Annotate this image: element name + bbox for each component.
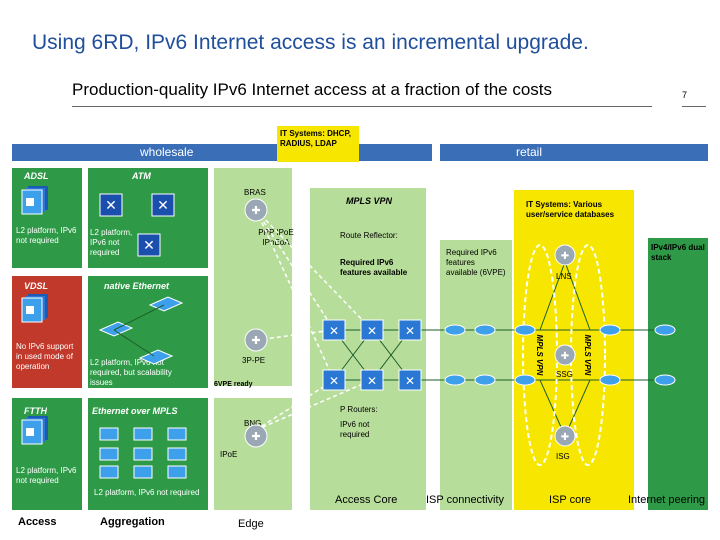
adsl-title: ADSL	[24, 171, 49, 181]
dashed-links	[255, 209, 373, 431]
bng-label: BNG	[244, 419, 262, 428]
page-subtitle: Production-quality IPv6 Internet access …	[72, 80, 553, 99]
mpls-vpn-title: MPLS VPN	[346, 196, 393, 206]
access-device-icons	[21, 186, 48, 445]
adsl-panel	[12, 168, 82, 268]
svg-text:✕: ✕	[329, 374, 339, 388]
svg-text:✕: ✕	[405, 374, 415, 388]
ethernet-over-mpls-note: L2 platform, IPv6 not required	[94, 488, 200, 497]
p-routers-note: IPv6 not required	[340, 420, 370, 439]
wholesale-label: wholesale	[140, 145, 194, 159]
service-gateway-icons: ✚ ✚ ✚	[554, 244, 576, 447]
layer-label-isp-core: ISP core	[549, 494, 591, 506]
retail-bar: retail	[440, 144, 708, 161]
layer-label-internet-peering: Internet peering	[628, 494, 706, 506]
layer-label-isp-connectivity: ISP connectivity	[426, 494, 505, 506]
retail-label: retail	[516, 145, 543, 159]
svg-text:✕: ✕	[143, 237, 155, 253]
adsl-note: L2 platform, IPv6 not required	[16, 226, 77, 245]
atm-switch-icons: ✕ ✕ ✕	[99, 193, 175, 257]
isp-router-icons	[444, 324, 676, 386]
p-routers-label: P Routers:	[340, 405, 378, 414]
slide-number: 7	[682, 90, 688, 100]
access-core-panel	[310, 188, 426, 510]
isp-note: Required IPv6 features available (6VPE)	[446, 248, 506, 277]
lns-label: LNS	[556, 272, 572, 281]
layer-label-access: Access	[18, 516, 57, 528]
internet-peering-panel	[648, 238, 708, 510]
native-ethernet-title: native Ethernet	[104, 281, 170, 291]
ethernet-switch-icons	[98, 296, 184, 365]
route-reflector-note: Required IPv6 features available	[340, 258, 408, 277]
title-rule	[72, 106, 652, 107]
svg-text:✚: ✚	[251, 205, 260, 217]
ethernet-over-mpls-title: Ethernet over MPLS	[92, 406, 178, 416]
svg-text:✕: ✕	[367, 374, 377, 388]
core-mesh	[333, 261, 665, 437]
vdsl-note: No IPv6 support in used mode of operatio…	[16, 342, 74, 371]
edge-router-icons: ✚ ✚ ✚	[244, 198, 268, 448]
it-systems-retail: IT Systems: Various user/service databas…	[526, 200, 615, 219]
pe-note: 6VPE ready	[214, 381, 253, 388]
svg-text:✚: ✚	[561, 251, 569, 262]
it-systems-top: IT Systems: DHCP, RADIUS, LDAP	[277, 126, 359, 162]
ftth-note: L2 platform, IPv6 not required	[16, 466, 77, 485]
peering-note: IPv4/IPv6 dual stack	[651, 243, 705, 262]
route-reflector-label: Route Reflector:	[340, 231, 398, 240]
vdsl-title: VDSL	[24, 281, 49, 291]
eompls-switch-icons	[99, 427, 187, 479]
svg-text:✚: ✚	[251, 431, 260, 443]
layer-label-access-core: Access Core	[335, 494, 398, 506]
bras-label: BRAS	[244, 188, 266, 197]
atm-note: L2 platform, IPv6 not required	[90, 228, 133, 257]
bras-note: PPP IPoE IPoEoA	[258, 228, 294, 247]
mpls-vpn-left-label: MPLS VPN	[535, 334, 544, 376]
isg-label: ISG	[556, 452, 570, 461]
svg-text:✕: ✕	[329, 324, 339, 338]
pe-label: 3P-PE	[242, 356, 266, 365]
svg-text:✚: ✚	[561, 351, 569, 362]
ftth-title: FTTH	[24, 406, 47, 416]
layer-label-aggregation: Aggregation	[100, 516, 165, 528]
slide-number-rule	[682, 106, 706, 107]
page-title: Using 6RD, IPv6 Internet access is an in…	[32, 31, 589, 54]
svg-text:✕: ✕	[367, 324, 377, 338]
layer-label-edge: Edge	[238, 518, 264, 530]
edge-lower-panel	[214, 398, 292, 510]
svg-text:✕: ✕	[157, 197, 169, 213]
core-router-icons: ✕ ✕ ✕ ✕ ✕ ✕	[322, 319, 422, 391]
svg-text:✕: ✕	[405, 324, 415, 338]
bng-note: IPoE	[220, 450, 238, 459]
svg-text:✚: ✚	[561, 432, 569, 443]
mpls-vpn-right-label: MPLS VPN	[583, 334, 592, 376]
svg-text:✚: ✚	[251, 335, 260, 347]
atm-title: ATM	[132, 171, 151, 181]
native-ethernet-note: L2 platform, IPv6 not required, but scal…	[90, 358, 172, 387]
svg-text:✕: ✕	[105, 197, 117, 213]
ssg-label: SSG	[556, 370, 573, 379]
